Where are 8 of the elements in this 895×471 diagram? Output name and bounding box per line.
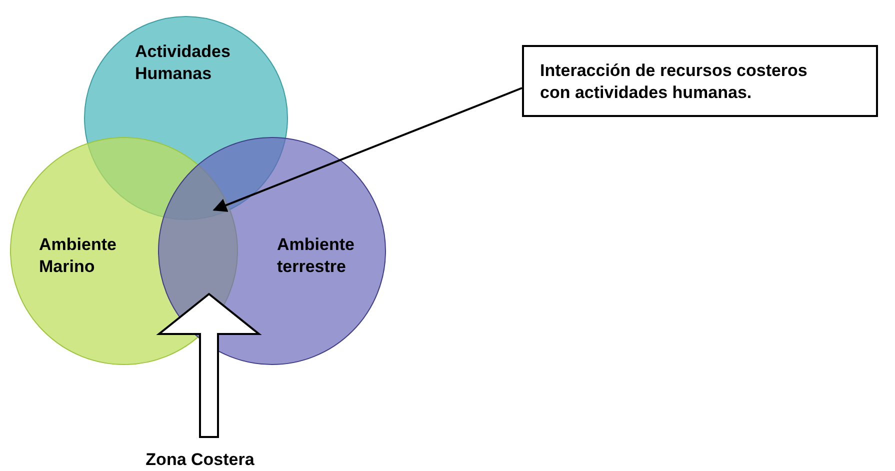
block-arrow — [156, 292, 262, 438]
arrow-caption: Zona Costera — [144, 449, 256, 471]
leader-arrow — [212, 87, 522, 212]
circle-label: Ambiente Marino — [39, 234, 118, 278]
callout-box — [522, 45, 878, 117]
callout-text: Interacción de recursos costeros con actividades humanas. — [540, 60, 808, 104]
circle-label: Actividades Humanas — [135, 41, 232, 85]
circle-label: Ambiente terrestre — [277, 234, 356, 278]
